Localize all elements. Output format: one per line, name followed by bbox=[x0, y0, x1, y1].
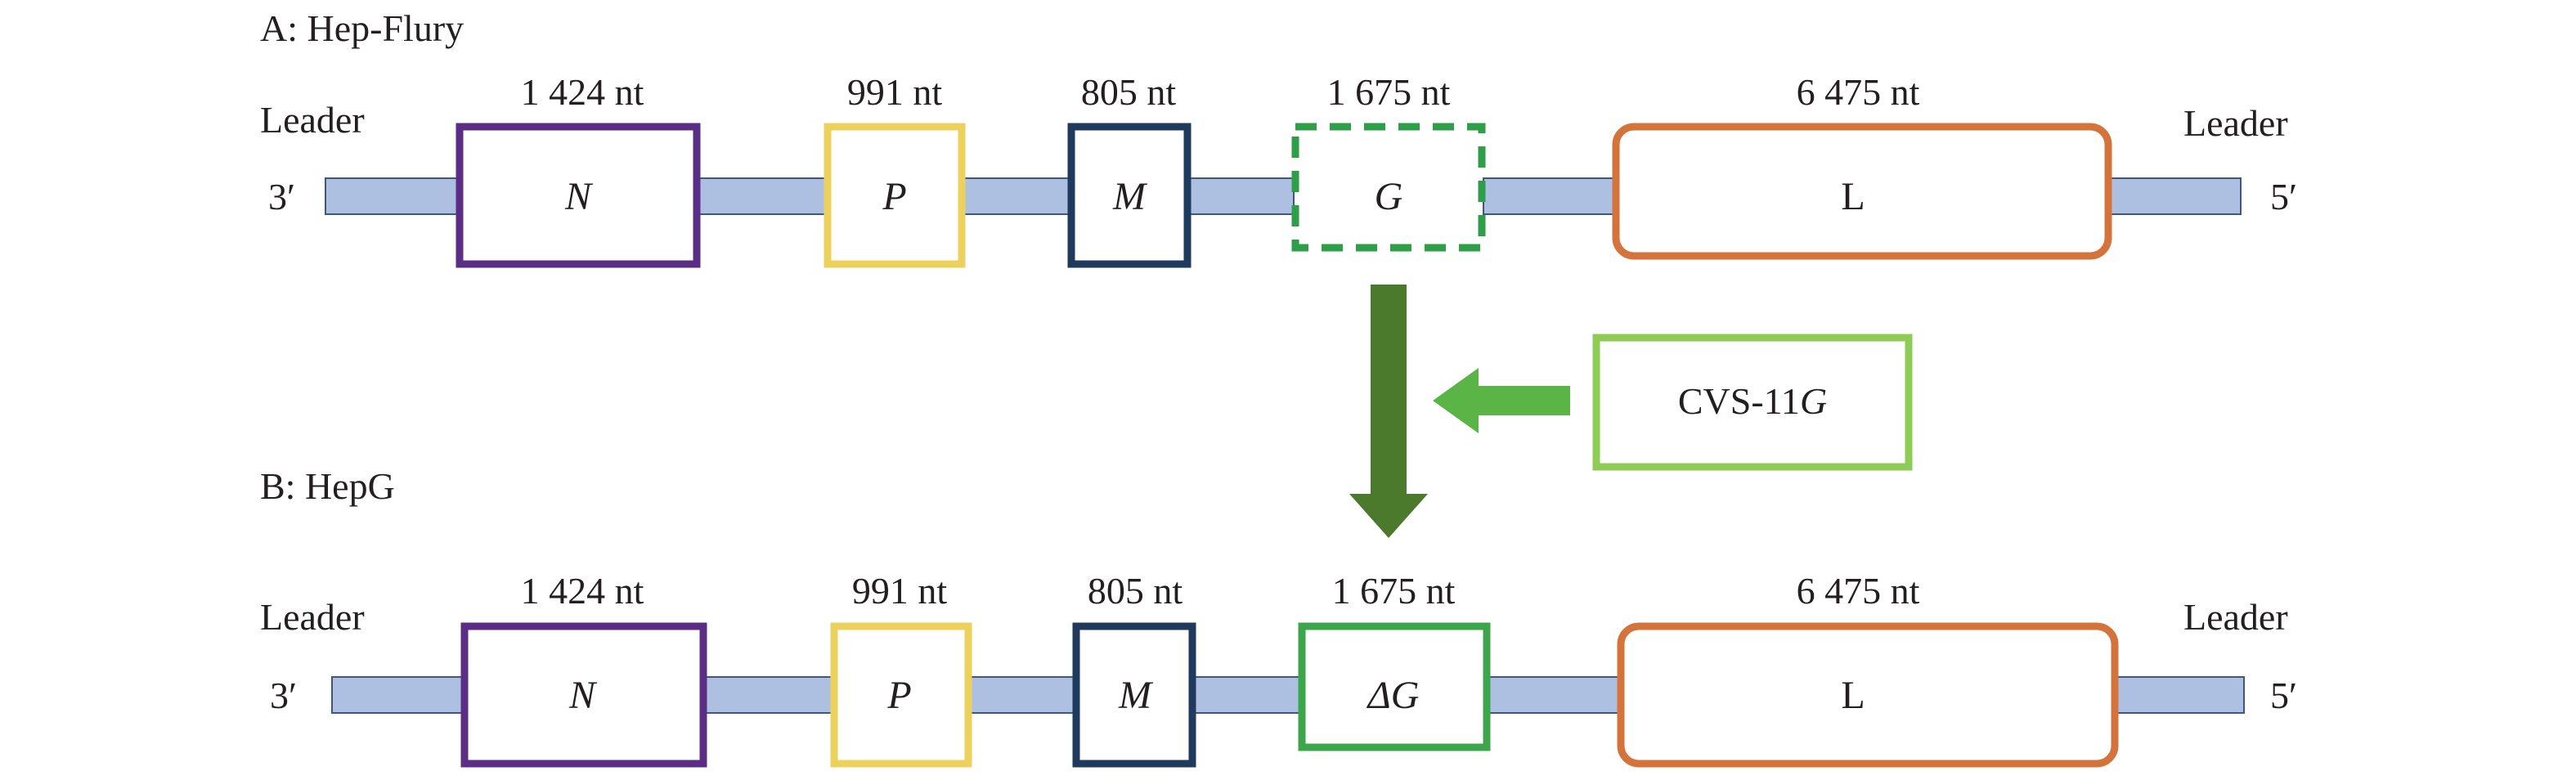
panel-a-leader-right: Leader bbox=[2183, 102, 2288, 144]
panel-a-gene-l-label: L bbox=[1841, 175, 1865, 218]
insert-label: CVS-11G bbox=[1678, 380, 1827, 422]
panel-a-leader-left: Leader bbox=[260, 99, 365, 141]
insert-box bbox=[1592, 334, 1913, 471]
panel-a-gene-g-length: 1 675 nt bbox=[1327, 71, 1451, 113]
panel-b-backbone bbox=[331, 676, 2245, 714]
panel-b-end-right: 5′ bbox=[2270, 675, 2297, 716]
panel-b-end-left: 3′ bbox=[270, 675, 297, 716]
panel-b-gene-m-box bbox=[1072, 622, 1196, 768]
panel-b-leader-right: Leader bbox=[2183, 596, 2288, 638]
panel-a-end-left: 3′ bbox=[268, 176, 295, 217]
panel-b-gene-p-length: 991 nt bbox=[852, 570, 948, 612]
panel-a-gene-l-length: 6 475 nt bbox=[1797, 71, 1920, 113]
panel-a-gene-g-label: G bbox=[1375, 175, 1403, 218]
panel-a-backbone-n-p bbox=[698, 177, 827, 215]
panel-b-gene-l-box bbox=[1617, 622, 2119, 768]
panel-b-backbone-n-p bbox=[704, 676, 833, 714]
panel-b-gene-n-label: N bbox=[568, 674, 598, 717]
panel-b: B: HepG N P M ΔG L 1 424 nt 991 nt 805 n… bbox=[260, 465, 2297, 768]
panel-a-gene-l-box bbox=[1612, 123, 2112, 260]
insert-label-prefix: CVS-11 bbox=[1678, 380, 1800, 422]
down-arrow bbox=[1349, 285, 1428, 538]
panel-b-gene-p-box bbox=[830, 622, 972, 768]
panel-b-backbone-leader-right bbox=[2116, 676, 2245, 714]
panel-b-gene-m-length: 805 nt bbox=[1088, 570, 1183, 612]
panel-b-backbone-leader-left bbox=[331, 676, 464, 714]
panel-b-gene-n-box bbox=[460, 622, 707, 768]
panel-b-backbone-m-g bbox=[1193, 676, 1301, 714]
panel-a-gene-n-length: 1 424 nt bbox=[521, 71, 644, 113]
panel-a-gene-p-label: P bbox=[882, 175, 906, 218]
panel-a-gene-m-length: 805 nt bbox=[1081, 71, 1177, 113]
transition: CVS-11G bbox=[1349, 285, 1913, 538]
panel-b-gene-n-length: 1 424 nt bbox=[521, 570, 644, 612]
insert-label-gene: G bbox=[1800, 380, 1827, 422]
panel-a-backbone-leader-right bbox=[2109, 177, 2242, 215]
panel-b-gene-g-box bbox=[1298, 622, 1491, 751]
panel-b-backbone-g-l bbox=[1488, 676, 1620, 714]
panel-b-leader-left: Leader bbox=[260, 596, 365, 638]
panel-b-backbone-p-m bbox=[969, 676, 1075, 714]
panel-b-gene-l-length: 6 475 nt bbox=[1797, 570, 1920, 612]
panel-a-backbone-g-l bbox=[1483, 177, 1615, 215]
panel-a-gene-p-length: 991 nt bbox=[847, 71, 943, 113]
panel-a-gene-n-box bbox=[456, 123, 701, 268]
panel-a-backbone-m-g bbox=[1188, 177, 1295, 215]
panel-a-gene-n-label: N bbox=[564, 175, 594, 218]
panel-b-gene-m-label: M bbox=[1118, 674, 1154, 717]
panel-b-gene-l-label: L bbox=[1841, 674, 1865, 717]
panel-a-backbone bbox=[325, 177, 2242, 215]
panel-a: A: Hep-Flury N P M G L 1 424 nt 991 nt 8… bbox=[260, 7, 2297, 268]
panel-a-gene-p-box bbox=[824, 123, 966, 268]
panel-a-end-right: 5′ bbox=[2270, 176, 2297, 217]
panel-a-title: A: Hep-Flury bbox=[260, 7, 464, 49]
panel-b-title: B: HepG bbox=[260, 465, 395, 507]
insert-arrow bbox=[1433, 368, 1570, 433]
panel-b-gene-p-label: P bbox=[886, 674, 911, 717]
panel-b-gene-g-length: 1 675 nt bbox=[1332, 570, 1456, 612]
panel-a-backbone-p-m bbox=[963, 177, 1070, 215]
panel-a-gene-m-label: M bbox=[1112, 175, 1148, 218]
panel-a-backbone-leader-left bbox=[325, 177, 459, 215]
panel-a-gene-g-box-deleted bbox=[1291, 123, 1486, 252]
panel-b-gene-g-label: ΔG bbox=[1367, 674, 1420, 717]
panel-a-gene-m-box bbox=[1067, 123, 1192, 268]
